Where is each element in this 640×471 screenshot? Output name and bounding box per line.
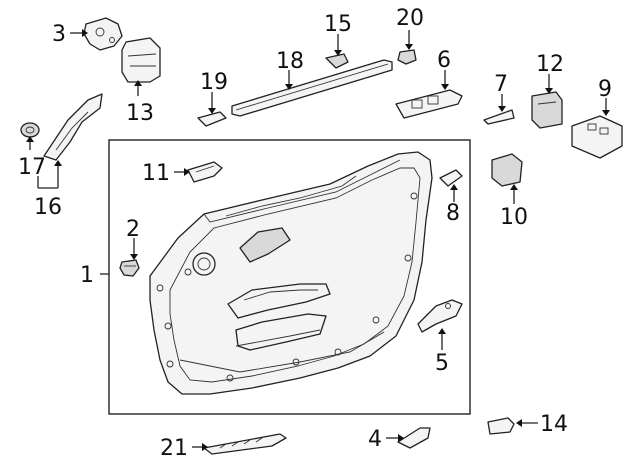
window-ledge xyxy=(203,159,401,223)
callout-20: 20 xyxy=(396,6,424,31)
panel-frame-box xyxy=(108,139,471,415)
inside-handle[interactable] xyxy=(417,299,463,333)
callout-6: 6 xyxy=(437,48,451,73)
callout-8: 8 xyxy=(446,201,460,226)
callout-17: 17 xyxy=(18,155,46,180)
callout-10: 10 xyxy=(500,205,528,230)
clip-holes xyxy=(156,192,418,382)
scuff-plate[interactable] xyxy=(203,433,287,455)
cable-clip[interactable] xyxy=(439,169,463,187)
retainer-clip[interactable] xyxy=(397,49,417,65)
door-trim-outline xyxy=(149,151,433,395)
inner-trim-cover[interactable] xyxy=(43,93,103,161)
callout-5: 5 xyxy=(435,351,449,376)
callout-1: 1 xyxy=(80,263,94,288)
speaker-center xyxy=(197,257,211,271)
courtesy-lamp[interactable] xyxy=(487,417,515,435)
handle-cover[interactable] xyxy=(397,427,431,449)
callout-12: 12 xyxy=(536,52,564,77)
callout-14: 14 xyxy=(540,412,568,437)
door-trim-inner xyxy=(169,167,421,383)
callout-3: 3 xyxy=(52,22,66,47)
switch-bezel xyxy=(239,227,291,263)
lock-switch[interactable] xyxy=(491,153,523,187)
pocket-lip xyxy=(235,329,321,347)
callout-19: 19 xyxy=(200,70,228,95)
callout-labels: 1 2 3 4 5 6 7 8 9 10 11 12 13 14 15 16 1… xyxy=(18,6,612,461)
callout-21: 21 xyxy=(160,436,188,461)
callout-16: 16 xyxy=(34,195,62,220)
callout-2: 2 xyxy=(126,217,140,242)
speaker-grille xyxy=(192,252,216,276)
switch-panel[interactable] xyxy=(395,89,463,119)
callout-18: 18 xyxy=(276,49,304,74)
bracket[interactable] xyxy=(83,17,123,51)
power-switch[interactable] xyxy=(531,91,563,129)
door-bottom-line xyxy=(179,331,385,373)
armrest-recess xyxy=(243,289,318,301)
callout-9: 9 xyxy=(598,77,612,102)
callout-13: 13 xyxy=(126,101,154,126)
moulding-bracket[interactable] xyxy=(325,53,349,69)
leader-lines xyxy=(26,29,610,451)
trim-strip[interactable] xyxy=(483,109,515,125)
control-module[interactable] xyxy=(121,37,161,83)
armrest xyxy=(227,283,331,319)
door-panel-assembly[interactable] xyxy=(108,139,471,415)
grommet-clip[interactable] xyxy=(20,122,40,138)
door-pocket xyxy=(235,313,327,351)
window-ledge-trim xyxy=(225,175,357,217)
callout-7: 7 xyxy=(494,72,508,97)
push-clip[interactable] xyxy=(119,259,140,277)
callout-11: 11 xyxy=(142,161,170,186)
callout-4: 4 xyxy=(368,427,382,452)
moulding-clip[interactable] xyxy=(197,111,227,127)
belt-moulding[interactable] xyxy=(231,59,393,117)
callout-15: 15 xyxy=(324,12,352,37)
master-switch[interactable] xyxy=(571,115,623,159)
hinge-clip[interactable] xyxy=(187,161,223,183)
